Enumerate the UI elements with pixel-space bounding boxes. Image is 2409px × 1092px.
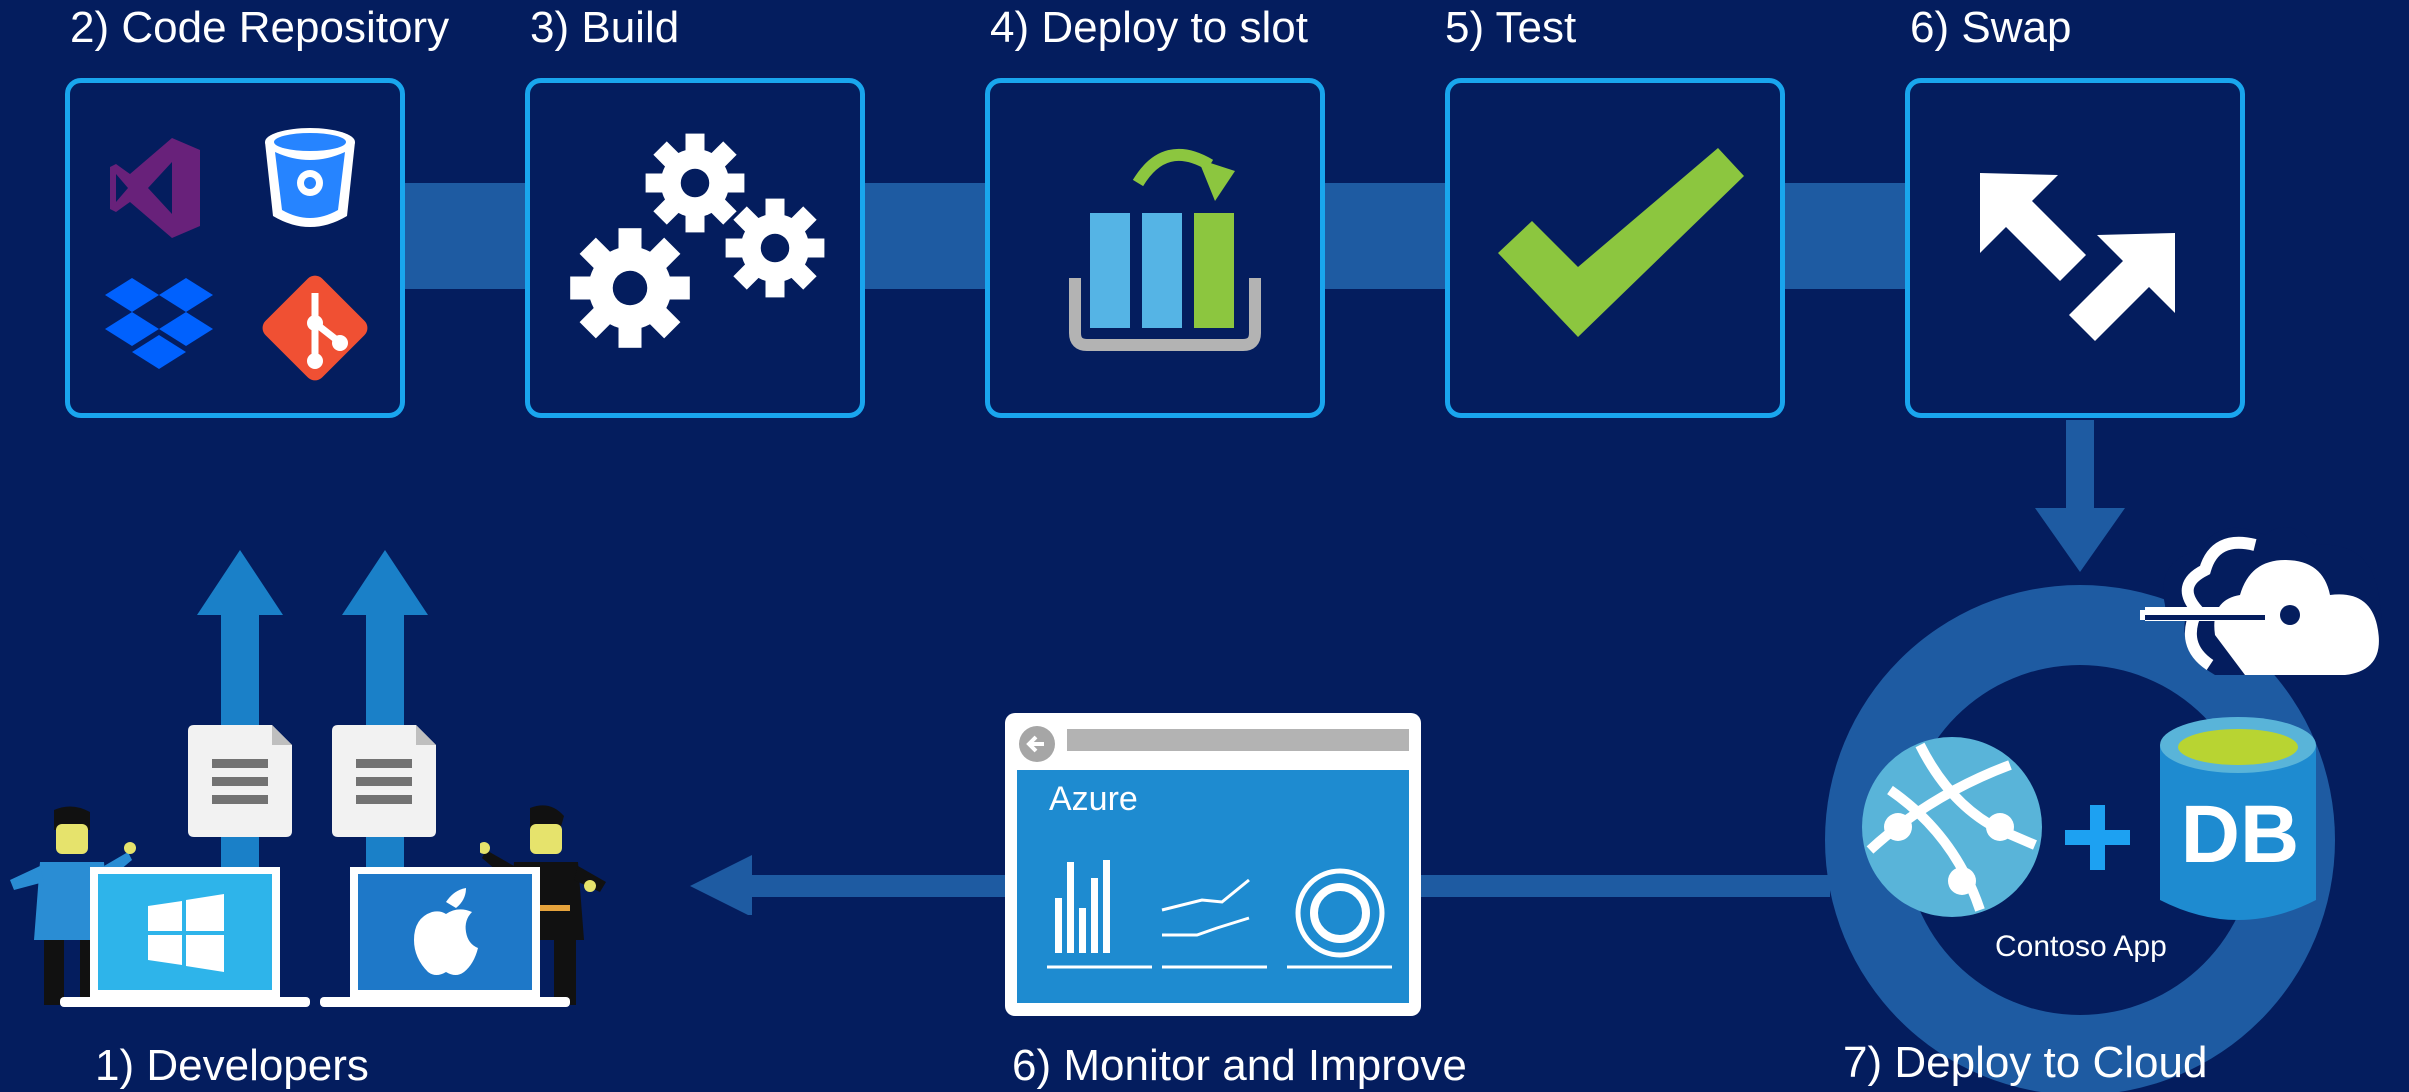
swap-tile [1905, 78, 2245, 418]
app-name-label: Contoso App [1995, 930, 2167, 963]
address-bar [1067, 729, 1409, 751]
step-label-test: 5) Test [1445, 3, 1577, 52]
donut-chart-icon [1295, 868, 1385, 958]
web-app-globe-icon [1862, 737, 2042, 917]
windows-logo-icon [148, 894, 224, 972]
code-repository-tile [65, 78, 405, 418]
step-label-monitor: 6) Monitor and Improve [1012, 1041, 1467, 1090]
db-label: DB [2180, 789, 2300, 880]
dashboard-panel: Azure [1017, 770, 1409, 1003]
back-arrow-icon [1019, 726, 1055, 762]
test-tile [1445, 78, 1785, 418]
step-label-code-repository: 2) Code Repository [70, 3, 450, 52]
mac-laptop [320, 867, 570, 1007]
deploy-slot-tile [985, 78, 1325, 418]
step-label-swap: 6) Swap [1910, 3, 2072, 52]
windows-laptop [60, 867, 310, 1007]
step-label-developers: 1) Developers [95, 1041, 369, 1090]
connector-from-cloud [1420, 875, 1830, 897]
apple-logo-icon [414, 888, 478, 975]
pipeline-connector [1325, 183, 1455, 289]
pipeline-connector [1785, 183, 1915, 289]
bitbucket-icon [265, 128, 355, 227]
arrow-down-to-cloud [2035, 420, 2125, 572]
arrow-left-to-developers [690, 855, 1010, 915]
step-label-deploy-slot: 4) Deploy to slot [990, 3, 1308, 52]
document-icon [188, 725, 292, 837]
bar-chart-icon [1055, 860, 1110, 953]
dashboard-charts [1047, 860, 1392, 969]
visual-studio-icon [110, 138, 200, 238]
arrow-up-to-repository [342, 550, 428, 880]
cloud-icon [2140, 527, 2382, 675]
dropbox-icon [105, 278, 213, 369]
pipeline-connector [405, 183, 535, 289]
arrow-up-to-repository [197, 550, 283, 880]
git-icon [262, 275, 368, 381]
swap-arrows-icon [1980, 173, 2175, 341]
pipeline-connector [865, 183, 995, 289]
step-label-build: 3) Build [530, 3, 680, 52]
monitoring-dashboard: Azure [1005, 713, 1421, 1016]
build-tile [525, 78, 865, 418]
line-chart-icon [1161, 878, 1250, 937]
document-icon [332, 725, 436, 837]
database-icon [2160, 717, 2316, 920]
plus-icon [2065, 805, 2130, 870]
dashboard-title: Azure [1049, 780, 1138, 818]
step-label-deploy-cloud: 7) Deploy to Cloud [1843, 1038, 2208, 1087]
gears-icon [570, 133, 825, 348]
checkmark-icon [1498, 148, 1744, 337]
deploy-slot-icon [1069, 148, 1261, 351]
